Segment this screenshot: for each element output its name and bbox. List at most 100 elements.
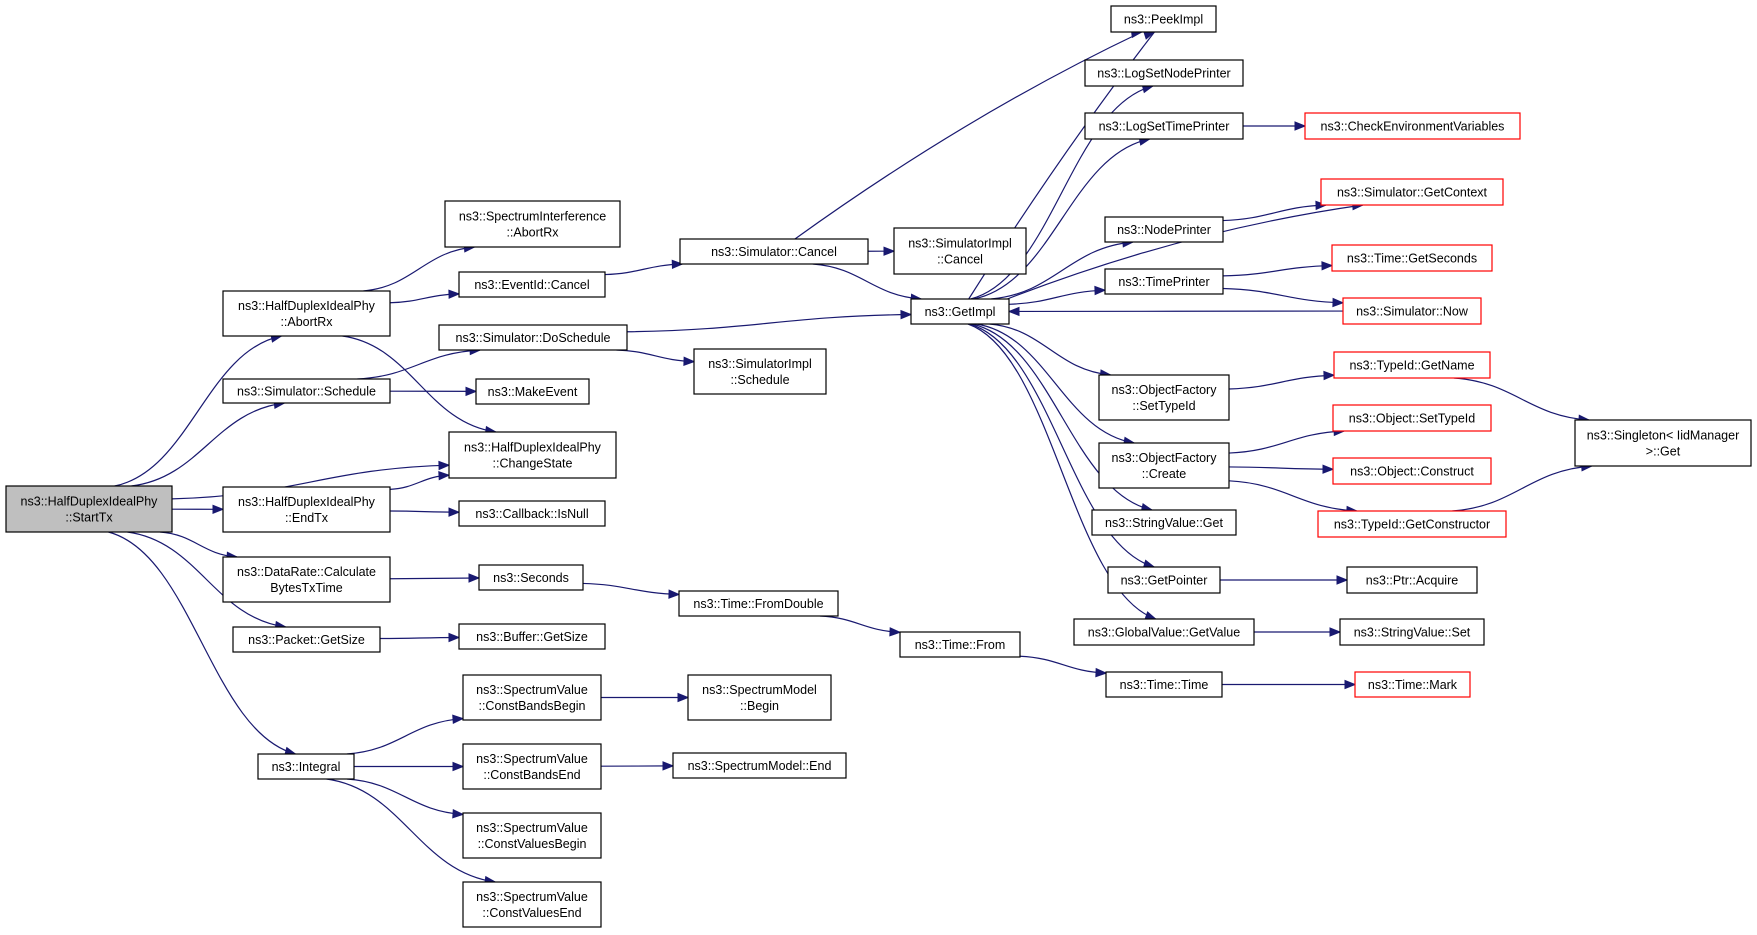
node-box[interactable] (687, 674, 832, 721)
graph-node-simnow[interactable]: ns3::Simulator::Now (1342, 297, 1482, 325)
node-box[interactable] (1084, 112, 1244, 140)
node-box[interactable] (222, 378, 391, 404)
graph-node-getimpl[interactable]: ns3::GetImpl (910, 298, 1010, 325)
node-box[interactable] (478, 564, 584, 591)
node-box[interactable] (222, 486, 391, 533)
node-box[interactable] (678, 590, 839, 617)
node-box[interactable] (438, 324, 628, 351)
node-box[interactable] (222, 556, 391, 603)
graph-node-abortrx[interactable]: ns3::HalfDuplexIdealPhy::AbortRx (222, 290, 391, 337)
graph-node-checkenv[interactable]: ns3::CheckEnvironmentVariables (1304, 112, 1521, 140)
graph-node-logsetnodeprinter[interactable]: ns3::LogSetNodePrinter (1084, 59, 1244, 87)
node-box[interactable] (1574, 419, 1752, 467)
node-box[interactable] (1107, 566, 1221, 594)
graph-node-timefrom[interactable]: ns3::Time::From (899, 631, 1021, 658)
node-box[interactable] (462, 812, 602, 859)
graph-node-timefromdouble[interactable]: ns3::Time::FromDouble (678, 590, 839, 617)
node-box[interactable] (893, 227, 1027, 275)
node-box[interactable] (1333, 351, 1491, 379)
graph-node-integral[interactable]: ns3::Integral (257, 753, 355, 780)
graph-node-simgetcontext[interactable]: ns3::Simulator::GetContext (1320, 178, 1504, 206)
graph-node-smend[interactable]: ns3::SpectrumModel::End (672, 752, 847, 779)
graph-node-starttx[interactable]: ns3::HalfDuplexIdealPhy::StartTx (5, 485, 173, 533)
node-box[interactable] (1332, 404, 1492, 432)
node-box[interactable] (1110, 5, 1217, 33)
graph-node-cbb[interactable]: ns3::SpectrumValue::ConstBandsBegin (462, 674, 602, 721)
graph-node-typeidgetctor[interactable]: ns3::TypeId::GetConstructor (1317, 510, 1507, 538)
node-box[interactable] (458, 271, 606, 298)
graph-node-timemark[interactable]: ns3::Time::Mark (1354, 671, 1471, 698)
node-box[interactable] (257, 753, 355, 780)
graph-node-objconstruct[interactable]: ns3::Object::Construct (1332, 457, 1492, 485)
node-box[interactable] (1339, 618, 1485, 646)
graph-node-ofcreate[interactable]: ns3::ObjectFactory::Create (1098, 442, 1230, 489)
graph-node-callbackisnull[interactable]: ns3::Callback::IsNull (458, 500, 606, 527)
node-box[interactable] (1332, 457, 1492, 485)
node-box[interactable] (1317, 510, 1507, 538)
node-box[interactable] (1098, 442, 1230, 489)
node-box[interactable] (232, 626, 381, 653)
graph-node-simcancel[interactable]: ns3::Simulator::Cancel (679, 238, 869, 265)
graph-node-stringvalueget[interactable]: ns3::StringValue::Get (1091, 509, 1237, 536)
node-box[interactable] (1105, 671, 1223, 698)
graph-node-gvgetvalue[interactable]: ns3::GlobalValue::GetValue (1073, 618, 1255, 646)
graph-node-nodeprinter[interactable]: ns3::NodePrinter (1104, 216, 1224, 243)
graph-node-packetgetsize[interactable]: ns3::Packet::GetSize (232, 626, 381, 653)
graph-node-doschedule[interactable]: ns3::Simulator::DoSchedule (438, 324, 628, 351)
graph-node-ofsettypeid[interactable]: ns3::ObjectFactory::SetTypeId (1098, 374, 1230, 421)
node-box[interactable] (1098, 374, 1230, 421)
node-box[interactable] (1331, 244, 1493, 272)
node-box[interactable] (1354, 671, 1471, 698)
graph-node-logsettimeprinter[interactable]: ns3::LogSetTimePrinter (1084, 112, 1244, 140)
graph-node-timegetseconds[interactable]: ns3::Time::GetSeconds (1331, 244, 1493, 272)
node-box[interactable] (444, 200, 621, 248)
node-box[interactable] (5, 485, 173, 533)
node-box[interactable] (462, 674, 602, 721)
graph-node-singleton[interactable]: ns3::Singleton< IidManager>::Get (1574, 419, 1752, 467)
node-box[interactable] (1346, 566, 1478, 594)
node-box[interactable] (458, 500, 606, 527)
graph-node-cbe[interactable]: ns3::SpectrumValue::ConstBandsEnd (462, 743, 602, 790)
node-box[interactable] (1104, 216, 1224, 243)
node-box[interactable] (448, 431, 617, 479)
graph-node-timeprinter[interactable]: ns3::TimePrinter (1104, 268, 1224, 295)
graph-node-simimplschedule[interactable]: ns3::SimulatorImpl::Schedule (693, 348, 827, 395)
graph-node-buffergetsize[interactable]: ns3::Buffer::GetSize (458, 623, 606, 650)
node-box[interactable] (1304, 112, 1521, 140)
node-box[interactable] (910, 298, 1010, 325)
graph-node-peekimpl[interactable]: ns3::PeekImpl (1110, 5, 1217, 33)
node-box[interactable] (1091, 509, 1237, 536)
node-box[interactable] (1342, 297, 1482, 325)
node-box[interactable] (1073, 618, 1255, 646)
node-box[interactable] (222, 290, 391, 337)
graph-node-cvb[interactable]: ns3::SpectrumValue::ConstValuesBegin (462, 812, 602, 859)
graph-node-typeidgetname[interactable]: ns3::TypeId::GetName (1333, 351, 1491, 379)
node-box[interactable] (693, 348, 827, 395)
node-box[interactable] (475, 378, 590, 405)
graph-node-eventidcancel[interactable]: ns3::EventId::Cancel (458, 271, 606, 298)
node-box[interactable] (462, 881, 602, 928)
graph-node-smbegin[interactable]: ns3::SpectrumModel::Begin (687, 674, 832, 721)
node-box[interactable] (679, 238, 869, 265)
node-box[interactable] (458, 623, 606, 650)
graph-node-ptracquire[interactable]: ns3::Ptr::Acquire (1346, 566, 1478, 594)
graph-node-simschedule[interactable]: ns3::Simulator::Schedule (222, 378, 391, 404)
graph-node-makeevent[interactable]: ns3::MakeEvent (475, 378, 590, 405)
node-box[interactable] (462, 743, 602, 790)
node-box[interactable] (899, 631, 1021, 658)
node-box[interactable] (1104, 268, 1224, 295)
node-box[interactable] (1084, 59, 1244, 87)
graph-node-specintabortrx[interactable]: ns3::SpectrumInterference::AbortRx (444, 200, 621, 248)
graph-node-changestate[interactable]: ns3::HalfDuplexIdealPhy::ChangeState (448, 431, 617, 479)
graph-node-getpointer[interactable]: ns3::GetPointer (1107, 566, 1221, 594)
graph-node-objsettypeid[interactable]: ns3::Object::SetTypeId (1332, 404, 1492, 432)
graph-node-simimplcancel[interactable]: ns3::SimulatorImpl::Cancel (893, 227, 1027, 275)
graph-node-stringvalueset[interactable]: ns3::StringValue::Set (1339, 618, 1485, 646)
graph-node-endtx[interactable]: ns3::HalfDuplexIdealPhy::EndTx (222, 486, 391, 533)
node-box[interactable] (1320, 178, 1504, 206)
graph-node-seconds[interactable]: ns3::Seconds (478, 564, 584, 591)
node-box[interactable] (672, 752, 847, 779)
graph-node-cve[interactable]: ns3::SpectrumValue::ConstValuesEnd (462, 881, 602, 928)
graph-node-timetime[interactable]: ns3::Time::Time (1105, 671, 1223, 698)
